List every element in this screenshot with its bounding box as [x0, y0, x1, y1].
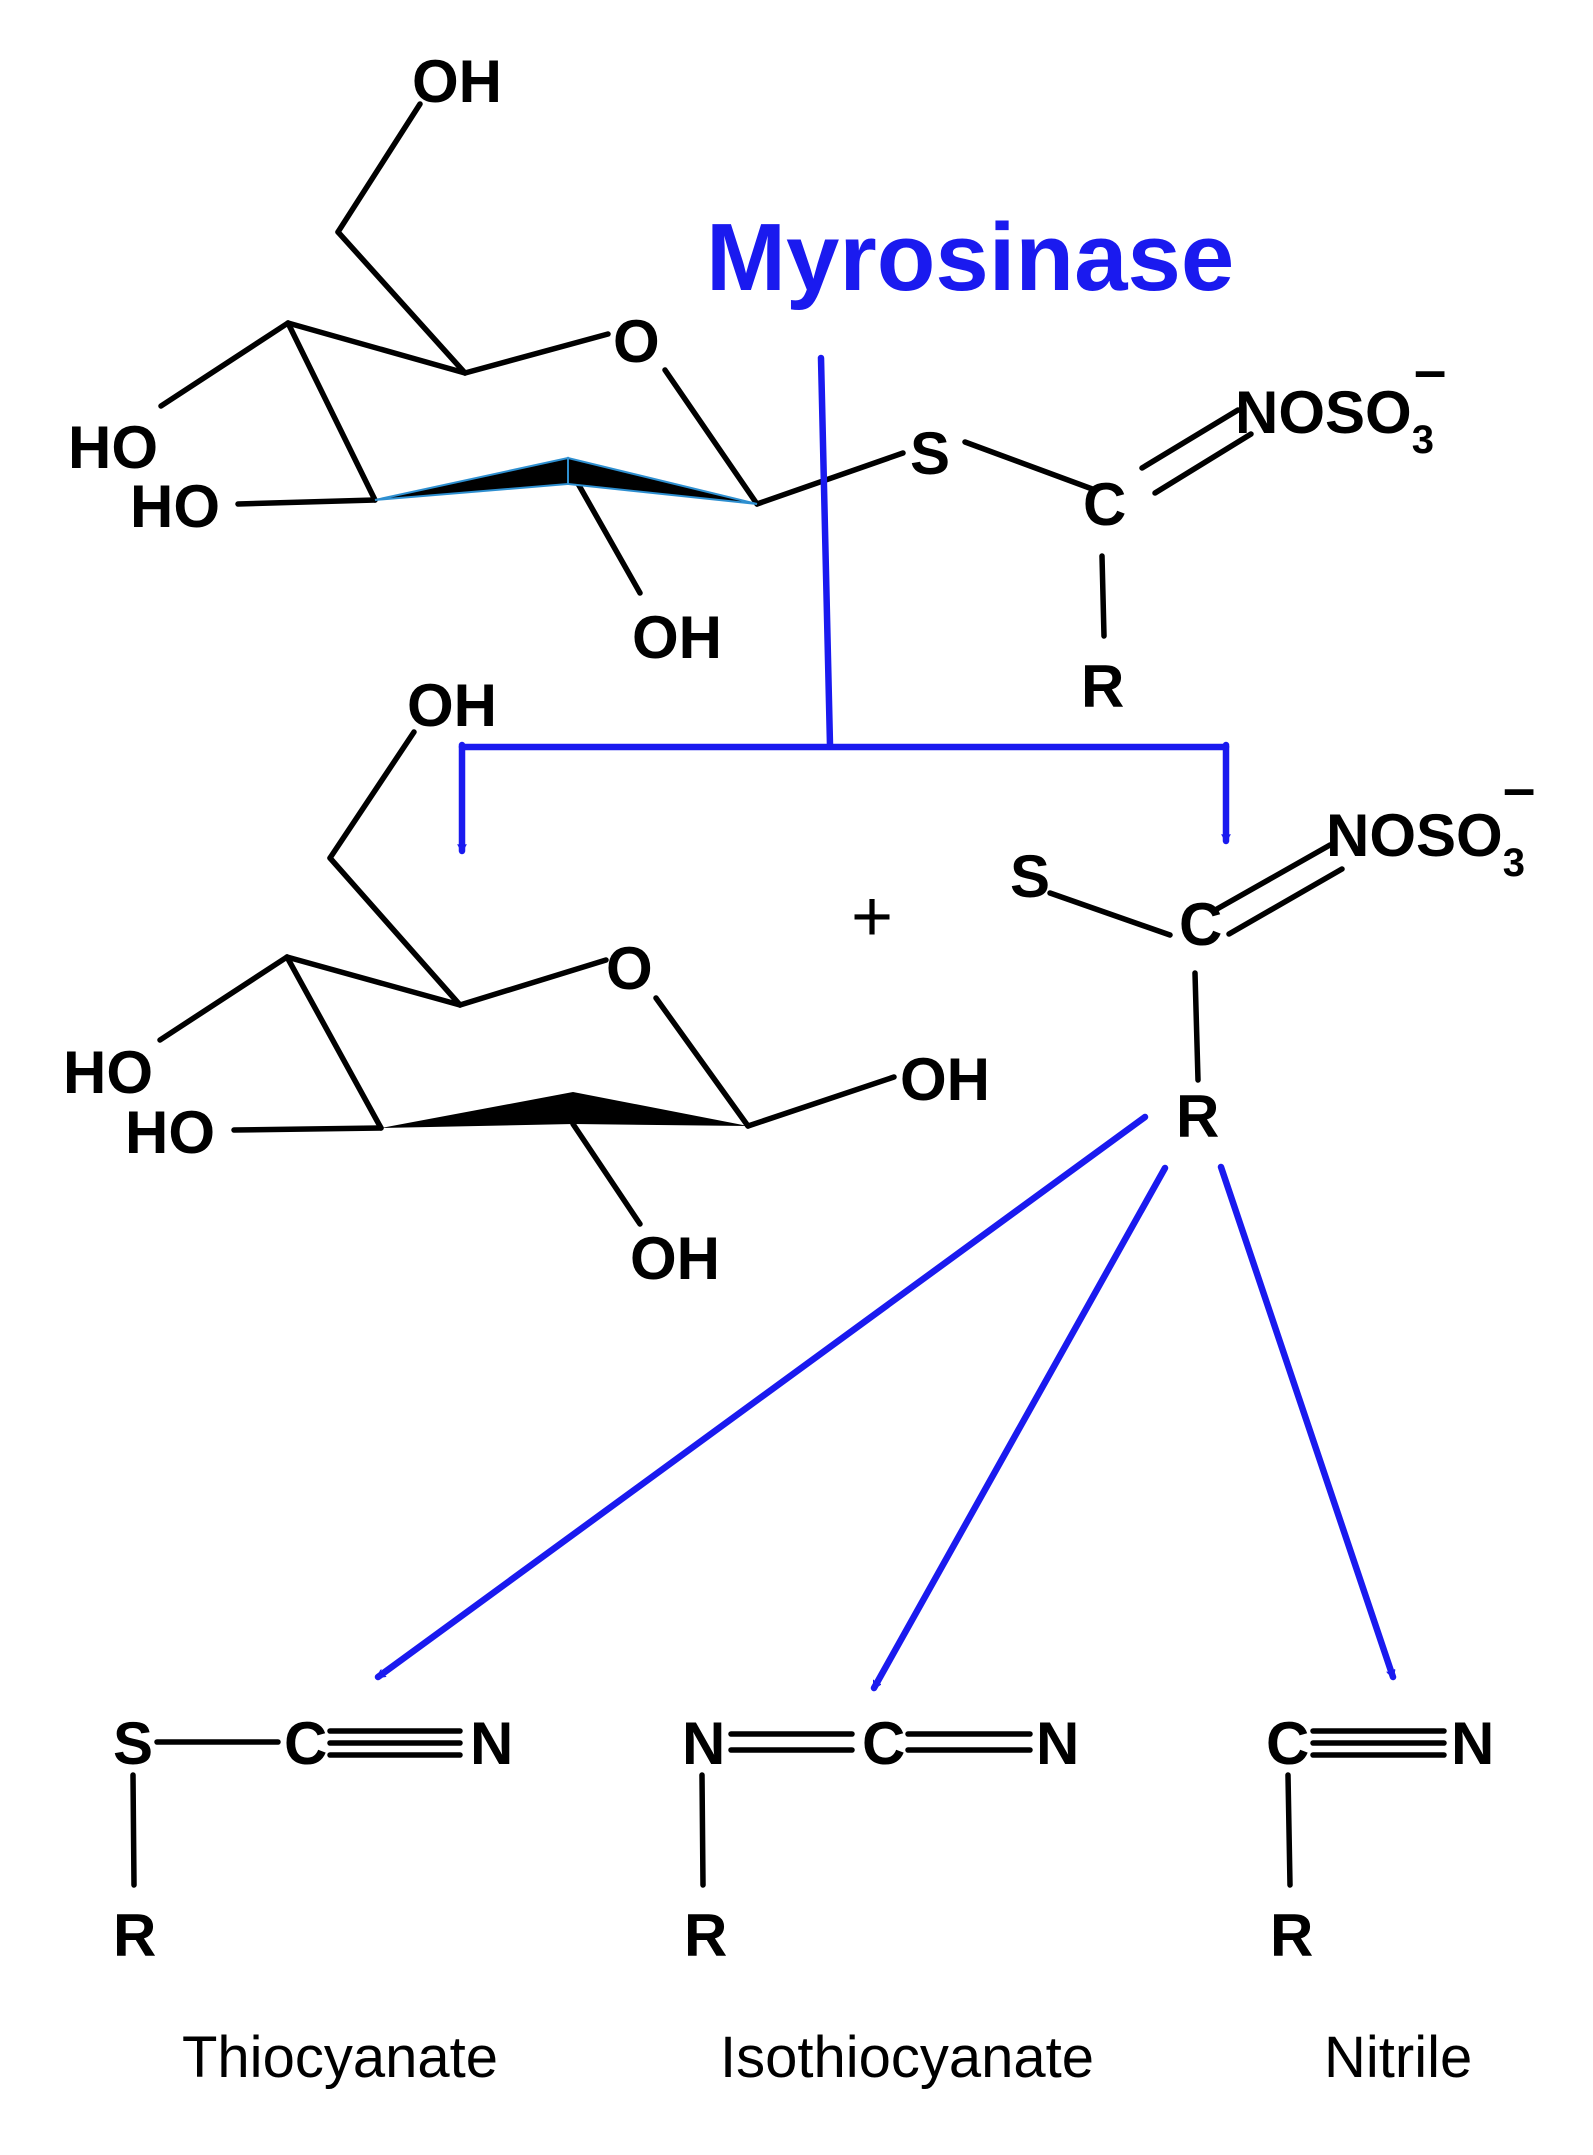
bond — [1214, 842, 1333, 912]
bond — [1152, 431, 1254, 496]
bond — [1285, 1772, 1293, 1888]
product-name-isothiocyanate: Isothiocyanate — [720, 2025, 1094, 2090]
oxime-sulfate-text: NOSO — [1326, 802, 1503, 869]
bond — [1139, 407, 1241, 471]
bond — [565, 463, 643, 596]
hydroxyl-label: HO — [68, 414, 158, 481]
sulfate-subscript: 3 — [1412, 418, 1434, 462]
carbon-label: C — [284, 1710, 327, 1777]
nitrogen-label: N — [682, 1710, 725, 1777]
charge-label: – — [1503, 756, 1535, 821]
carbon-label: C — [1083, 471, 1126, 538]
isothiocyanate-molecule: N C N R Isothiocyanate — [682, 1710, 1094, 2090]
bond — [1192, 970, 1201, 1083]
carbon-label: C — [862, 1710, 905, 1777]
hydroxyl-label: OH — [412, 48, 502, 115]
bond — [754, 450, 906, 507]
sulfur-label: S — [1010, 843, 1050, 910]
bond — [745, 1074, 897, 1129]
bond — [285, 320, 468, 376]
bond — [1047, 890, 1173, 938]
wedge-bond — [381, 1092, 573, 1128]
bond — [335, 101, 423, 235]
sulfate-subscript: 3 — [1503, 841, 1525, 885]
bond — [327, 855, 463, 1008]
product-name-nitrile: Nitrile — [1324, 2025, 1472, 2090]
nitrogen-label: N — [1451, 1710, 1494, 1777]
arrow-to-thiocyanate — [374, 1113, 1149, 1681]
bond — [235, 497, 378, 507]
hydroxyl-label: OH — [407, 672, 497, 739]
nitrile-molecule: C N R Nitrile — [1266, 1710, 1494, 2090]
bond — [158, 320, 291, 409]
glucosinolate-molecule: OH HO HO OH O S C NOSO3 – R — [68, 48, 1446, 720]
bond — [962, 439, 1098, 493]
oxime-sulfate-text: NOSO — [1235, 379, 1412, 446]
bond — [699, 1772, 706, 1888]
ring-oxygen-label: O — [606, 935, 653, 1002]
arrow-to-nitrile — [1217, 1163, 1397, 1681]
side-chain-label: R — [1176, 1083, 1219, 1150]
hydrolysis-arrows — [462, 354, 1226, 855]
bond — [462, 331, 611, 376]
bond — [231, 1125, 384, 1133]
bond — [284, 954, 463, 1008]
bond — [1226, 866, 1345, 937]
bond — [457, 957, 609, 1008]
side-chain-label: R — [684, 1902, 727, 1969]
nitrogen-label: N — [1036, 1710, 1079, 1777]
ring-oxygen-label: O — [613, 308, 660, 375]
product-name-thiocyanate: Thiocyanate — [182, 2025, 498, 2090]
nitrogen-label: N — [470, 1710, 513, 1777]
plus-sign: + — [851, 877, 893, 957]
side-chain-label: R — [113, 1902, 156, 1969]
glucose-molecule: OH HO HO OH OH O — [63, 672, 990, 1292]
oxime-sulfate-label: NOSO3 — [1326, 802, 1525, 885]
carbon-label: C — [1266, 1710, 1309, 1777]
hydroxyl-label: OH — [630, 1225, 720, 1292]
bond — [335, 229, 468, 376]
hydroxyl-label: OH — [900, 1046, 990, 1113]
sulfur-label: S — [113, 1710, 153, 1777]
arrow-to-isothiocyanate — [870, 1164, 1169, 1692]
enzyme-label: Myrosinase — [706, 204, 1234, 311]
bond — [130, 1772, 137, 1888]
side-chain-label: R — [1270, 1902, 1313, 1969]
hydroxyl-label: HO — [63, 1039, 153, 1106]
bond — [662, 367, 760, 507]
cleavage-line — [817, 354, 834, 749]
rearrangement-arrows — [374, 1113, 1397, 1692]
bond — [570, 1121, 643, 1227]
aglucone-molecule: S C NOSO3 – R — [1010, 756, 1535, 1150]
thiocyanate-molecule: S C N R Thiocyanate — [113, 1710, 513, 2090]
bond — [1099, 553, 1107, 639]
hydroxyl-label: OH — [632, 604, 722, 671]
hydroxyl-label: HO — [125, 1099, 215, 1166]
charge-label: – — [1414, 338, 1446, 403]
sulfur-label: S — [910, 420, 950, 487]
side-chain-label: R — [1081, 653, 1124, 720]
wedge-bond — [374, 456, 569, 501]
bond — [284, 954, 384, 1131]
wedge-bond — [567, 456, 758, 505]
bond — [327, 729, 417, 861]
bond — [285, 320, 378, 503]
wedge-bond — [573, 1092, 748, 1126]
oxime-sulfate-label: NOSO3 — [1235, 379, 1434, 462]
bond — [653, 995, 751, 1129]
hydroxyl-label: HO — [130, 473, 220, 540]
carbon-label: C — [1179, 891, 1222, 958]
bond — [157, 954, 290, 1043]
